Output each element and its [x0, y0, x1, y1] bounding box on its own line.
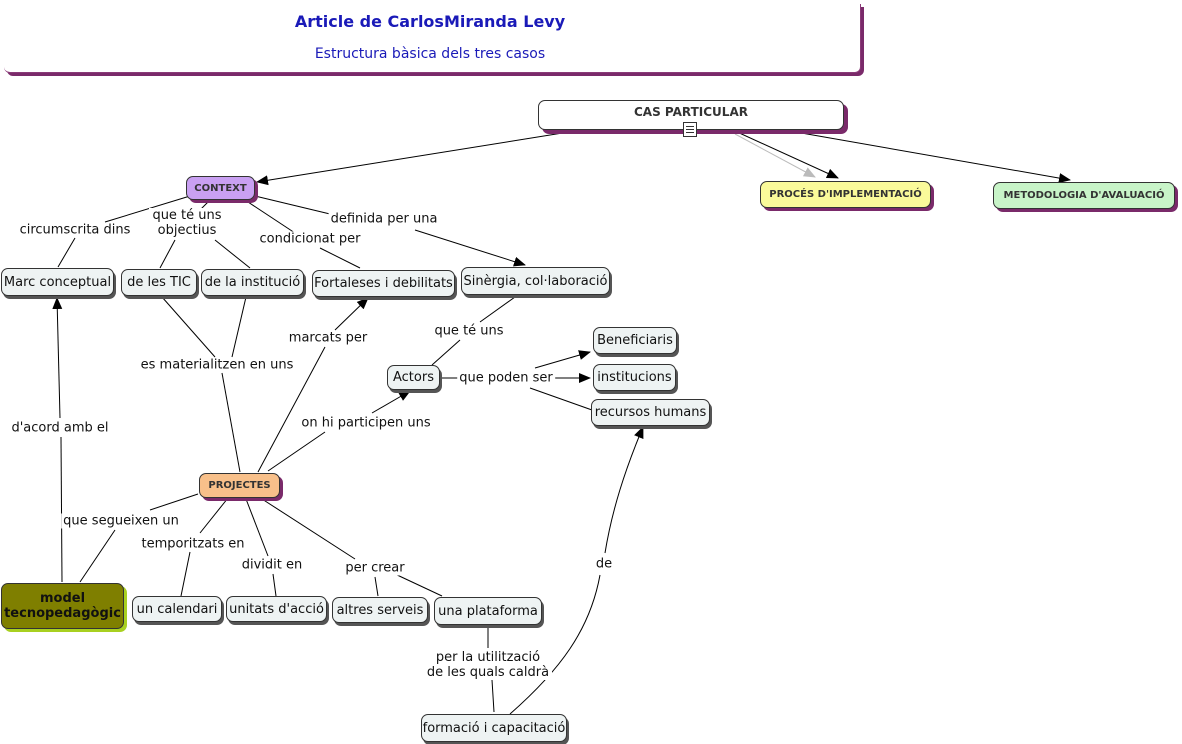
- node-unitats-accio[interactable]: unitats d'acció: [226, 596, 327, 622]
- link-projectes-marcats: [257, 346, 326, 473]
- link-tic-materialitzen: [161, 296, 216, 358]
- link-context-condicionat: [244, 199, 296, 234]
- link-dividit-unitats: [272, 573, 277, 597]
- node-beneficiaris[interactable]: Beneficiaris: [593, 327, 677, 354]
- link-cas-context: [256, 130, 576, 186]
- link-context-circumscrita: [104, 195, 191, 223]
- link-model-acord: [60, 436, 63, 583]
- link-cas-proces-ghost: [734, 133, 816, 178]
- link-objectius-tic: [159, 239, 176, 269]
- label-de: de: [593, 556, 615, 572]
- link-percrear-plataforma: [394, 573, 443, 597]
- link-condicionat-fortaleses: [319, 247, 361, 269]
- label-circumscrita: circumscrita dins: [17, 222, 133, 238]
- link-institucio-materialitzen: [231, 296, 247, 358]
- link-de-recursos: [604, 426, 644, 554]
- header-panel: [4, 4, 861, 73]
- link-projectes-dividit: [245, 498, 269, 557]
- node-de-la-institucio[interactable]: de la institució: [201, 269, 304, 296]
- label-marcats: marcats per: [286, 330, 370, 346]
- label-per-crear: per crear: [343, 560, 407, 576]
- map-subtitle: Estructura bàsica dels tres casos: [314, 46, 546, 62]
- link-circumscrita-marc: [57, 237, 76, 268]
- node-context[interactable]: CONTEXT: [186, 176, 255, 200]
- link-teuns-actors: [431, 339, 461, 366]
- label-te-uns: que té uns: [432, 323, 506, 339]
- link-projectes-percrear: [261, 498, 356, 560]
- link-marcats-fortaleses: [334, 297, 369, 331]
- link-utilitzacio-formacio: [491, 679, 495, 713]
- node-marc-conceptual[interactable]: Marc conceptual: [1, 268, 114, 296]
- label-segueixen: que segueixen un: [61, 513, 181, 529]
- label-temporitzats: temporitzats en: [139, 536, 247, 552]
- label-condicionat: condicionat per: [257, 231, 363, 247]
- link-podenser-beneficiaris: [534, 350, 591, 369]
- node-una-plataforma[interactable]: una plataforma: [434, 597, 542, 625]
- node-sinergia-colaboracio[interactable]: Sinèrgia, col·laboració: [461, 267, 610, 295]
- node-projectes[interactable]: PROJECTES: [199, 473, 280, 498]
- node-un-calendari[interactable]: un calendari: [132, 596, 222, 622]
- link-projectes-segueixen: [149, 493, 199, 511]
- link-objectius-institucio: [214, 239, 251, 269]
- link-acord-marc: [52, 297, 63, 419]
- node-de-les-tic[interactable]: de les TIC: [121, 269, 197, 296]
- link-temporitzats-calendari: [180, 551, 191, 597]
- label-acord: d'acord amb el: [9, 420, 111, 436]
- link-percrear-altres: [374, 576, 379, 597]
- node-altres-serveis[interactable]: altres serveis: [332, 597, 428, 623]
- label-poden-ser: que poden ser: [457, 370, 555, 386]
- node-recursos-humans[interactable]: recursos humans: [591, 399, 710, 426]
- link-projectes-temporitzats: [199, 497, 229, 534]
- node-actors[interactable]: Actors: [387, 365, 440, 390]
- link-materialitzen-projectes: [221, 372, 241, 473]
- node-institucions[interactable]: institucions: [593, 364, 676, 391]
- link-formacio-de: [509, 574, 601, 715]
- node-formacio-capacitacio[interactable]: formació i capacitació: [421, 714, 567, 742]
- node-metodologia-avaluacio[interactable]: METODOLOGIA D'AVALUACIÓ: [993, 182, 1175, 209]
- label-utilitzacio: per la utilització de les quals caldrà: [424, 650, 552, 680]
- label-materialitzen: es materialitzen en uns: [138, 357, 296, 373]
- link-podenser-recursos: [529, 387, 593, 411]
- link-definida-sinergia: [414, 229, 526, 267]
- label-objectius: que té uns objectius: [149, 208, 225, 238]
- node-model-tecnopedagogic[interactable]: model tecnopedagògic: [1, 583, 124, 629]
- link-participen-actors: [371, 390, 411, 414]
- link-cas-proces: [734, 130, 839, 179]
- map-title: Article de CarlosMiranda Levy: [294, 12, 566, 31]
- label-participen: on hi participen uns: [299, 415, 433, 431]
- link-segueixen-model: [79, 529, 116, 583]
- link-sinergia-teuns: [479, 296, 516, 323]
- link-context-definida: [254, 195, 331, 215]
- link-cas-metodologia: [789, 130, 1071, 184]
- node-fortaleses-debilitats[interactable]: Fortaleses i debilitats: [312, 270, 455, 297]
- link-projectes-participen: [267, 431, 326, 472]
- label-definida: definida per una: [328, 211, 440, 227]
- document-icon[interactable]: [683, 122, 697, 137]
- label-dividit: dividit en: [239, 557, 305, 573]
- node-proces-implementacio[interactable]: PROCÉS D'IMPLEMENTACIÓ: [760, 181, 931, 208]
